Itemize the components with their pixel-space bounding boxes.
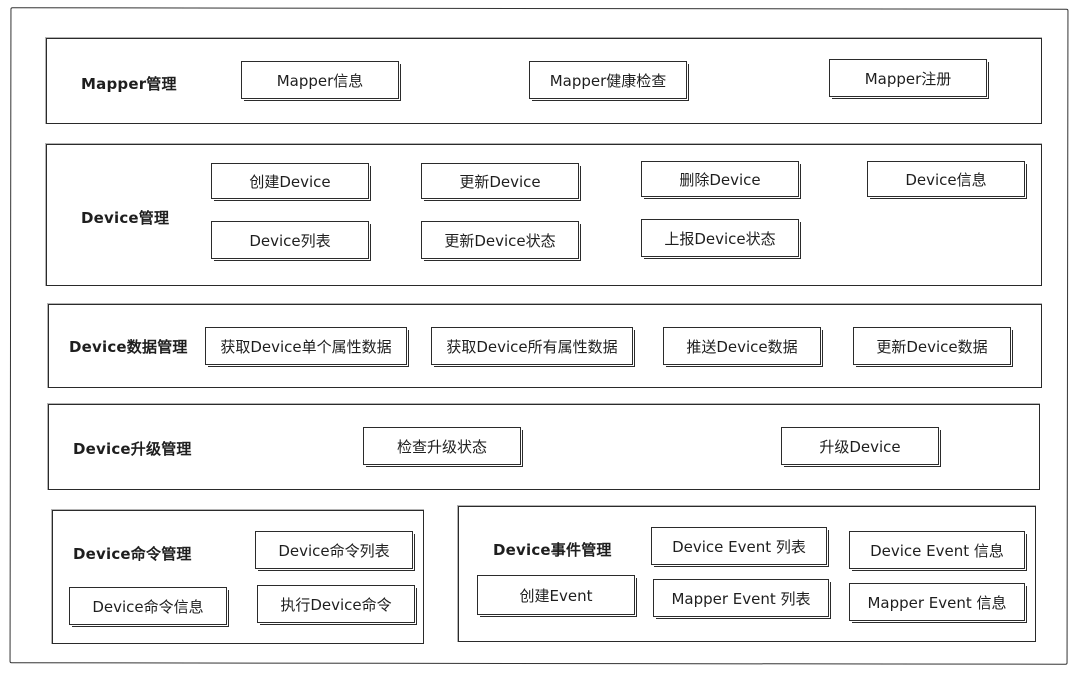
device-data-management-panel: Device数据管理 获取Device单个属性数据 获取Device所有属性数据…: [47, 303, 1042, 388]
device-command-info-box[interactable]: Device命令信息: [69, 587, 229, 627]
create-device-box[interactable]: 创建Device: [211, 163, 371, 201]
delete-device-box[interactable]: 删除Device: [641, 161, 801, 199]
update-device-data-box[interactable]: 更新Device数据: [853, 327, 1013, 367]
mapper-event-list-box[interactable]: Mapper Event 列表: [653, 579, 831, 619]
device-event-info-box[interactable]: Device Event 信息: [849, 531, 1027, 571]
device-info-box[interactable]: Device信息: [867, 161, 1027, 199]
panel-title: Device升级管理: [73, 440, 192, 458]
device-command-management-panel: Device命令管理 Device命令列表 Device命令信息 执行Devic…: [51, 509, 424, 644]
panel-title: Mapper管理: [81, 75, 177, 93]
device-command-list-box[interactable]: Device命令列表: [255, 531, 415, 571]
panel-title: Device事件管理: [493, 541, 612, 559]
panel-title: Device命令管理: [73, 545, 192, 563]
update-device-status-box[interactable]: 更新Device状态: [421, 221, 581, 261]
mapper-register-box[interactable]: Mapper注册: [829, 59, 989, 99]
panel-title: Device管理: [81, 209, 170, 227]
device-management-panel: Device管理 创建Device 更新Device 删除Device Devi…: [45, 143, 1042, 286]
device-list-box[interactable]: Device列表: [211, 221, 371, 261]
mapper-info-box[interactable]: Mapper信息: [241, 61, 401, 101]
device-upgrade-management-panel: Device升级管理 检查升级状态 升级Device: [47, 403, 1040, 490]
execute-device-command-box[interactable]: 执行Device命令: [257, 585, 417, 625]
mapper-event-info-box[interactable]: Mapper Event 信息: [849, 583, 1027, 623]
update-device-box[interactable]: 更新Device: [421, 163, 581, 201]
device-event-list-box[interactable]: Device Event 列表: [651, 527, 829, 567]
upgrade-device-box[interactable]: 升级Device: [781, 427, 941, 467]
create-event-box[interactable]: 创建Event: [477, 575, 637, 617]
check-upgrade-status-box[interactable]: 检查升级状态: [363, 427, 523, 467]
push-device-data-box[interactable]: 推送Device数据: [663, 327, 823, 367]
device-event-management-panel: Device事件管理 Device Event 列表 Device Event …: [457, 505, 1036, 642]
panel-title: Device数据管理: [69, 338, 188, 356]
report-device-status-box[interactable]: 上报Device状态: [641, 219, 801, 259]
get-all-properties-box[interactable]: 获取Device所有属性数据: [431, 327, 635, 367]
mapper-health-check-box[interactable]: Mapper健康检查: [529, 61, 689, 101]
get-single-property-box[interactable]: 获取Device单个属性数据: [205, 327, 409, 367]
mapper-management-panel: Mapper管理 Mapper信息 Mapper健康检查 Mapper注册: [45, 37, 1042, 124]
